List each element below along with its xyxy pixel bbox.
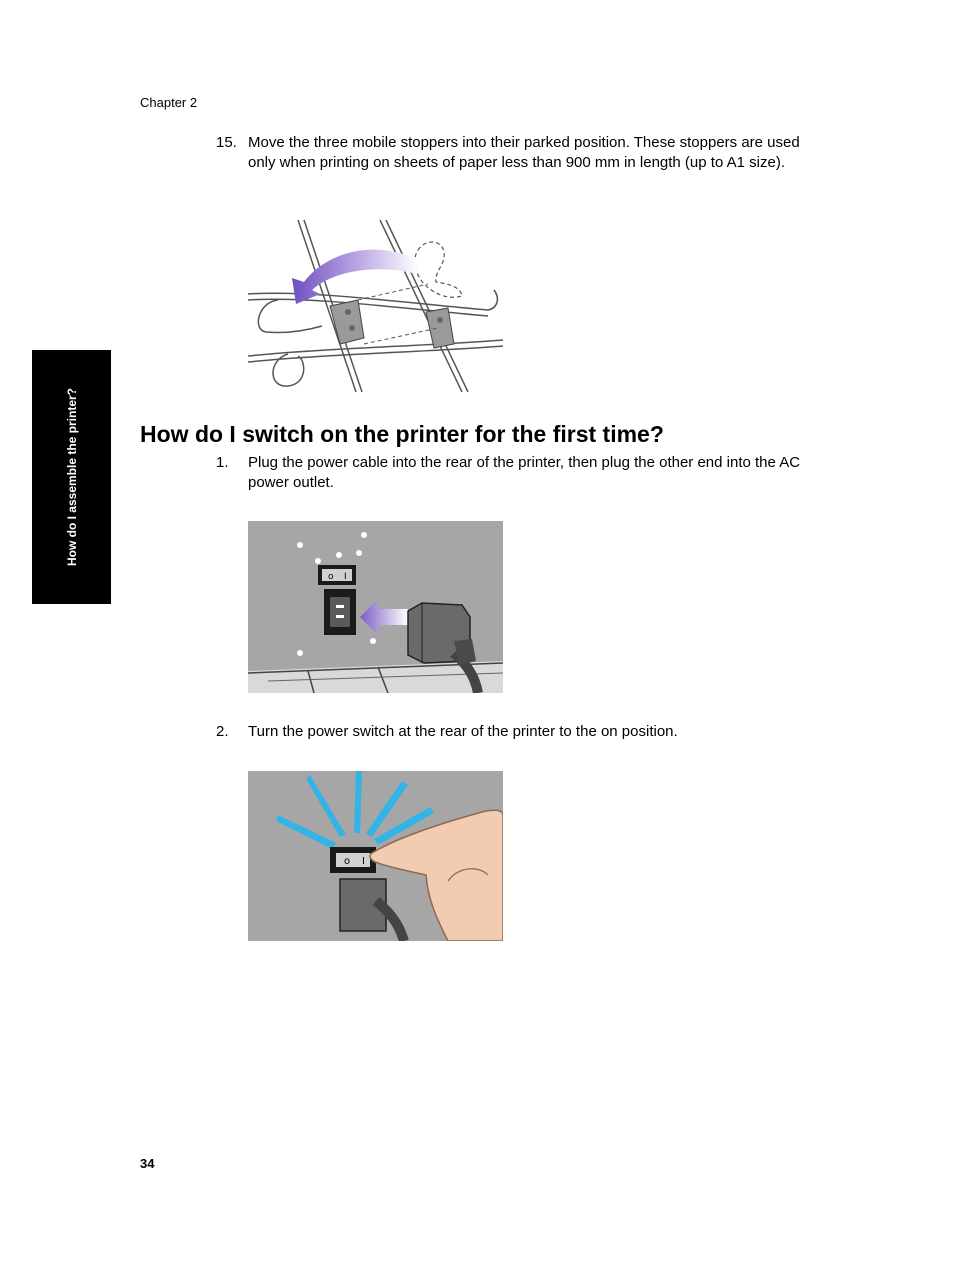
chapter-header: Chapter 2: [140, 95, 198, 110]
step-number: 1.: [216, 454, 229, 471]
svg-text:I: I: [344, 572, 347, 582]
page-number: 34: [140, 1156, 155, 1171]
power-cable-illustration: o I: [248, 521, 503, 693]
step-number: 15.: [216, 134, 237, 151]
step-2: 2. Turn the power switch at the rear of …: [216, 722, 816, 742]
stoppers-illustration: [248, 220, 503, 392]
step-text: Turn the power switch at the rear of the…: [248, 723, 678, 740]
svg-text:o: o: [344, 856, 350, 867]
step-15: 15. Move the three mobile stoppers into …: [216, 133, 816, 193]
svg-text:o: o: [328, 572, 334, 582]
power-switch-illustration: o I: [248, 771, 503, 941]
step-text: Plug the power cable into the rear of th…: [248, 454, 801, 491]
section-heading: How do I switch on the printer for the f…: [140, 421, 664, 447]
side-tab-label: How do I assemble the printer?: [64, 387, 79, 567]
side-tab: How do I assemble the printer?: [32, 350, 111, 604]
svg-text:I: I: [362, 856, 365, 867]
step-text: Move the three mobile stoppers into thei…: [248, 134, 800, 171]
step-1: 1. Plug the power cable into the rear of…: [216, 453, 816, 493]
step-number: 2.: [216, 723, 229, 740]
